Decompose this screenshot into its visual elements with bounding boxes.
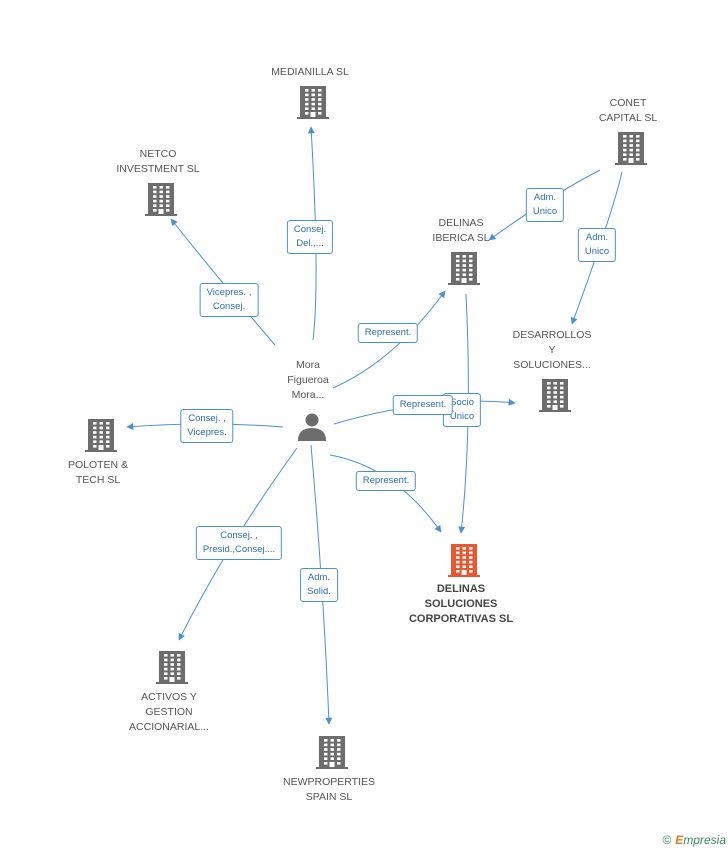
node-label-line: DELINAS [436, 583, 486, 595]
node-label-line: GESTION [145, 706, 193, 718]
edge-label-line: Vicepres. , [206, 287, 252, 298]
node-label-line: INVESTMENT SL [116, 163, 200, 175]
node-label-line: IBERICA SL [432, 232, 490, 244]
company-label-newproperties[interactable]: NEWPROPERTIES SPAIN SL [283, 775, 375, 805]
edge-label[interactable]: Consej. Del.,... [286, 220, 334, 254]
edge-label-line: Unico [584, 246, 610, 257]
node-label-line: Y [548, 344, 556, 356]
edge-label-line: Adm. [533, 192, 557, 203]
building-icon[interactable] [85, 419, 117, 452]
edge-label-line: Unico [532, 206, 558, 217]
node-label-line: ACTIVOS Y [141, 691, 197, 703]
brand-initial: E [675, 833, 684, 847]
edge-label-line: Único [449, 411, 475, 422]
main-company-building-icon[interactable] [448, 544, 480, 577]
building-icon[interactable] [448, 252, 480, 285]
edge-label[interactable]: Consej. , Vicepres. [180, 409, 234, 443]
edge-label[interactable]: Consej. , Presid.,Consej.... [195, 526, 283, 560]
node-label-line: CAPITAL SL [598, 112, 658, 124]
edge-label-line: Represent. [364, 327, 412, 338]
edge-label-line: Del.,... [296, 238, 324, 249]
node-label-line: SPAIN SL [305, 791, 353, 803]
edge-label[interactable]: Represent. [392, 395, 454, 415]
edge-person-to-netco [170, 218, 276, 346]
company-label-desarrollos[interactable]: DESARROLLOS Y SOLUCIONES... [513, 328, 592, 373]
edge-label-line: Vicepres. [187, 427, 227, 438]
edge-person-to-medianilla [307, 126, 317, 341]
node-label-line: NEWPROPERTIES [283, 776, 375, 788]
node-label-line: CONET [609, 97, 647, 109]
copyright-symbol: © [662, 833, 672, 847]
node-label-line: POLOTEN & [67, 459, 129, 471]
node-label-line: SOLUCIONES [424, 598, 498, 610]
edge-label-line: Adm. [585, 232, 609, 243]
building-icon[interactable] [539, 379, 571, 412]
person-icon[interactable] [298, 413, 326, 442]
edge-label-line: Consej. [212, 301, 246, 312]
edge-label[interactable]: Vicepres. , Consej. [199, 283, 259, 317]
company-label-activos[interactable]: ACTIVOS Y GESTION ACCIONARIAL... [129, 690, 209, 735]
building-icon[interactable] [156, 651, 188, 684]
edge-label[interactable]: Represent. [355, 471, 417, 491]
node-label-line: Mora... [291, 389, 325, 401]
edge-label-line: Represent. [362, 475, 410, 486]
edge-label-line: Socio [450, 397, 474, 408]
building-icon[interactable] [615, 132, 647, 165]
edge-label[interactable]: Adm. Unico [525, 188, 565, 222]
edge-label[interactable]: Adm. Unico [577, 228, 617, 262]
node-label-line: CORPORATIVAS SL [408, 613, 514, 625]
edge-label-line: Consej. , [220, 530, 258, 541]
node-label-line: DESARROLLOS [512, 329, 592, 341]
node-label-line: Figueroa [287, 374, 329, 386]
edge-label[interactable]: Adm. Solid. [300, 568, 338, 602]
building-icon[interactable] [316, 736, 348, 769]
node-label-line: ACCIONARIAL... [129, 721, 209, 733]
edge-label-line: Consej. , [188, 413, 226, 424]
node-label-line: MEDIANILLA SL [271, 66, 349, 78]
node-label-line: SOLUCIONES... [513, 359, 591, 371]
company-label-poloten[interactable]: POLOTEN & TECH SL [68, 458, 128, 488]
company-label-netco[interactable]: NETCO INVESTMENT SL [116, 147, 199, 177]
edge-label-line: Represent. [399, 399, 447, 410]
company-label-delinas-soluciones[interactable]: DELINAS SOLUCIONES CORPORATIVAS SL [409, 582, 513, 627]
edge-label-line: Consej. [293, 224, 327, 235]
edge-person-to-delinas-soluciones [329, 454, 442, 533]
building-icon[interactable] [297, 86, 329, 119]
node-label-line: NETCO [139, 148, 177, 160]
building-icon[interactable] [145, 183, 177, 216]
node-label-line: Mora [296, 359, 320, 371]
edge-label[interactable]: Represent. [357, 323, 419, 343]
edge-person-to-delinas-iberica [332, 290, 446, 389]
company-label-medianilla[interactable]: MEDIANILLA SL [271, 65, 349, 80]
company-label-conet[interactable]: CONET CAPITAL SL [599, 96, 657, 126]
node-label-line: DELINAS [438, 217, 484, 229]
node-label-line: TECH SL [75, 474, 121, 486]
brand-name: mpresia [683, 833, 726, 847]
edge-label-line: Presid.,Consej.... [202, 544, 276, 555]
brand-watermark: ©Empresia [662, 833, 726, 847]
edge-label-line: Solid. [307, 586, 331, 597]
company-label-delinas-iberica[interactable]: DELINAS IBERICA SL [432, 216, 489, 246]
edge-label-line: Adm. [307, 572, 331, 583]
